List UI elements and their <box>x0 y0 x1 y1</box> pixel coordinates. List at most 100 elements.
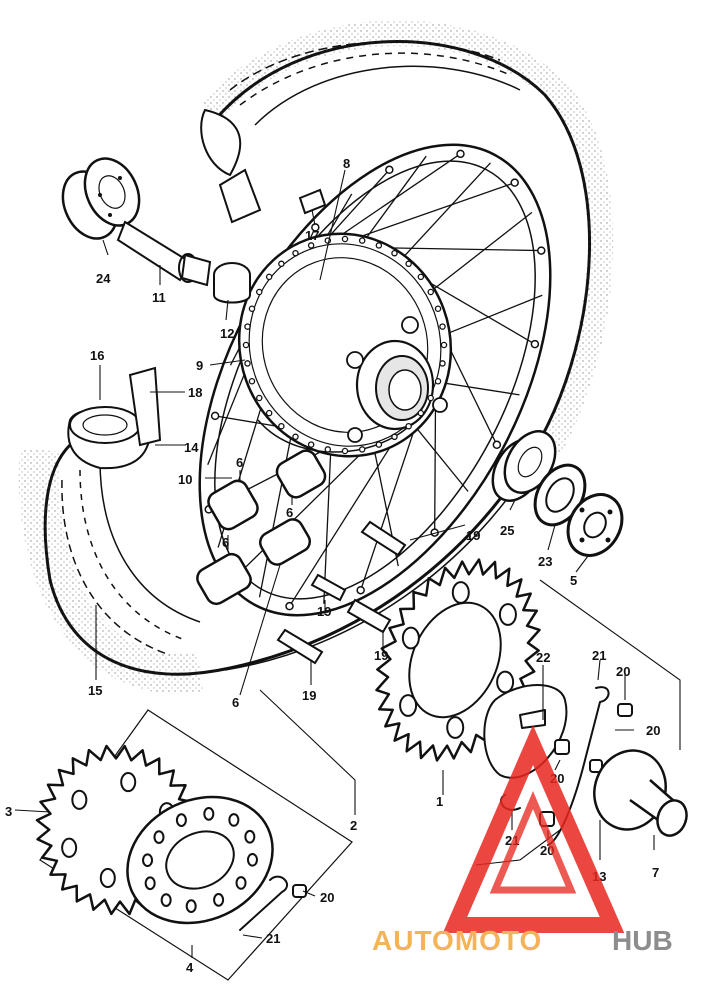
label-part-11: 11 <box>152 290 166 305</box>
flange-hole <box>391 249 398 257</box>
label-part-22: 22 <box>536 650 550 665</box>
label-part-2: 2 <box>350 818 357 833</box>
flange-hole <box>307 242 315 249</box>
spoke-nipple <box>510 178 519 187</box>
flange-hole <box>440 341 448 349</box>
label-part-20e: 20 <box>320 890 334 905</box>
label-part-21a: 21 <box>592 648 606 663</box>
spoke-nipple <box>456 149 465 159</box>
label-part-19a: 19 <box>466 528 480 543</box>
bolt-hole <box>446 716 465 739</box>
leader-lines <box>14 169 681 958</box>
flange-hole <box>375 441 383 448</box>
spoke <box>436 294 543 339</box>
bolt-hole <box>213 893 225 907</box>
label-part-5: 5 <box>570 573 577 588</box>
bolt-hole <box>203 806 215 821</box>
side-collar <box>566 493 624 557</box>
bolt-hole <box>160 893 172 907</box>
flange-hole <box>358 446 366 453</box>
bolt-hole <box>399 694 418 717</box>
rim-band <box>128 366 162 447</box>
spoke <box>234 435 380 578</box>
label-part-18: 18 <box>188 385 202 400</box>
alt-lock-plate <box>126 795 307 931</box>
bolt-hole <box>99 867 116 889</box>
bolt-hole <box>235 876 247 890</box>
label-part-19b: 19 <box>317 604 331 619</box>
label-part-23: 23 <box>538 554 552 569</box>
bolt-hole <box>498 603 517 626</box>
spoke-nipple <box>537 246 546 255</box>
watermark-logo: AUTOMOTO HUB <box>372 724 673 956</box>
bolt-hole <box>246 852 258 867</box>
flange-hole <box>434 378 442 385</box>
label-part-6c: 6 <box>222 535 229 550</box>
bolt-hole <box>175 813 187 827</box>
flange-hole <box>417 273 425 281</box>
spoke <box>424 211 533 297</box>
bolt-hole <box>451 581 470 604</box>
hub-flange-holes <box>242 235 448 455</box>
damper-rubbers <box>196 449 327 606</box>
lock-plate <box>483 684 568 779</box>
oil-seal <box>533 463 587 527</box>
label-part-10: 10 <box>178 472 192 487</box>
inner-tube <box>69 168 262 444</box>
spoke-nipple <box>210 411 220 421</box>
flange-hole <box>439 323 446 330</box>
bolt-hole <box>496 670 515 694</box>
bolt-hole <box>71 789 88 810</box>
bolt-hole <box>228 813 240 827</box>
bolt-hole <box>401 626 420 650</box>
flange-hole <box>292 433 299 441</box>
flange-hole <box>244 323 251 330</box>
flange-hole <box>434 305 442 312</box>
flange-hole <box>244 360 251 367</box>
bolt-hole <box>120 771 137 793</box>
label-part-20a: 20 <box>616 664 630 679</box>
spoke <box>323 441 332 604</box>
valve-cap <box>298 188 327 215</box>
spoke <box>258 425 294 598</box>
flange-hole <box>405 422 412 430</box>
label-part-4: 4 <box>186 960 194 975</box>
label-part-7: 7 <box>652 865 659 880</box>
label-part-25: 25 <box>500 523 514 538</box>
bolt-hole <box>185 899 197 914</box>
flange-hole <box>375 242 383 249</box>
spoke-nipple <box>530 339 540 349</box>
flange-hole <box>278 260 285 268</box>
flange-hole <box>307 441 315 448</box>
label-part-8: 8 <box>343 156 350 171</box>
label-part-1: 1 <box>436 794 443 809</box>
flange-hole <box>256 394 263 402</box>
flange-hole <box>417 409 425 417</box>
part-labels: 1 2 3 4 5 6 6 6 6 7 8 9 10 11 12 13 14 1… <box>5 156 660 975</box>
spoke-nipple <box>492 440 502 450</box>
watermark-text-automoto: AUTOMOTO <box>372 925 542 956</box>
hub <box>237 232 453 458</box>
flange-hole <box>427 288 434 296</box>
label-part-6b: 6 <box>286 505 293 520</box>
label-part-24: 24 <box>96 271 111 286</box>
flange-hole <box>242 341 250 349</box>
flange-hole <box>278 422 285 430</box>
label-part-20b: 20 <box>646 723 660 738</box>
spoke-nipple <box>285 601 294 611</box>
bolt-hole <box>244 829 256 844</box>
label-part-14: 14 <box>184 440 199 455</box>
flange-hole <box>405 260 412 268</box>
label-part-12: 12 <box>220 326 234 341</box>
label-part-16: 16 <box>90 348 104 363</box>
spoke-nipple <box>385 165 394 175</box>
bolt-hole <box>153 830 165 844</box>
bolt-hole <box>61 837 78 858</box>
label-part-19c: 19 <box>374 648 388 663</box>
watermark-text-hub: HUB <box>612 925 673 956</box>
distance-collar <box>116 220 212 287</box>
spacer-12 <box>213 262 251 304</box>
flange-hole <box>248 378 256 385</box>
